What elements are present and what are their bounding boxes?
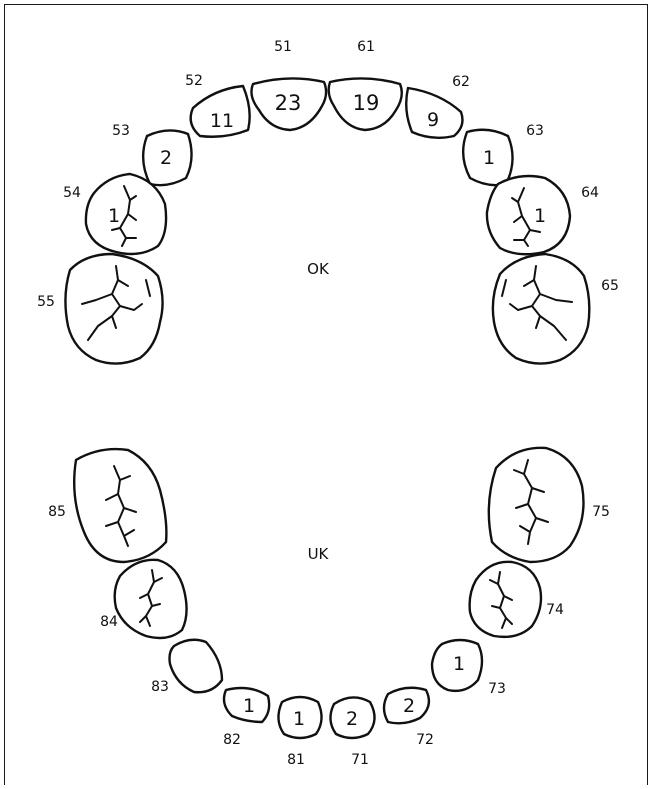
tooth-72[interactable]: 2: [382, 686, 431, 725]
tooth-84-label: 84: [100, 614, 118, 630]
tooth-55[interactable]: [64, 252, 164, 365]
tooth-62-count: 9: [427, 109, 439, 131]
upper-jaw-label: OK: [307, 260, 330, 278]
tooth-52-label: 52: [185, 73, 203, 89]
tooth-71-label: 71: [351, 752, 369, 768]
tooth-64-label: 64: [581, 185, 599, 201]
tooth-81-count: 1: [293, 708, 305, 730]
diagram-frame: [4, 4, 648, 785]
tooth-53[interactable]: 2: [142, 129, 193, 187]
tooth-54[interactable]: 1: [84, 172, 168, 256]
tooth-73-label: 73: [488, 681, 506, 697]
tooth-81-label: 81: [287, 752, 305, 768]
tooth-73-count: 1: [453, 653, 465, 675]
upper-jaw: 23 51 19 61 11 52 9 62 2 53 1: [37, 39, 619, 365]
tooth-71[interactable]: 2: [329, 696, 376, 740]
tooth-61-count: 19: [353, 91, 380, 115]
tooth-64-count: 1: [534, 205, 546, 227]
tooth-75-label: 75: [592, 504, 610, 520]
tooth-81[interactable]: 1: [277, 695, 323, 740]
tooth-55-label: 55: [37, 294, 55, 310]
tooth-85-label: 85: [48, 504, 66, 520]
tooth-62[interactable]: 9: [405, 86, 464, 139]
tooth-82[interactable]: 1: [222, 686, 271, 724]
tooth-65[interactable]: [491, 252, 591, 365]
tooth-51-label: 51: [274, 39, 292, 55]
tooth-53-count: 2: [160, 147, 172, 169]
tooth-82-label: 82: [223, 732, 241, 748]
tooth-74[interactable]: [468, 560, 543, 639]
tooth-83[interactable]: [168, 638, 224, 694]
tooth-84[interactable]: [113, 558, 188, 640]
tooth-65-label: 65: [601, 278, 619, 294]
lower-jaw: 85 75 84 74 83 1 73: [48, 446, 610, 768]
tooth-82-count: 1: [243, 695, 255, 717]
tooth-62-label: 62: [452, 74, 470, 90]
tooth-63-label: 63: [526, 123, 544, 139]
tooth-71-count: 2: [346, 708, 358, 730]
tooth-72-label: 72: [416, 732, 434, 748]
tooth-75[interactable]: [487, 446, 585, 564]
tooth-63[interactable]: 1: [462, 128, 514, 187]
tooth-61[interactable]: 19: [327, 77, 403, 132]
lower-jaw-label: UK: [308, 545, 330, 563]
tooth-83-label: 83: [151, 679, 169, 695]
tooth-73[interactable]: 1: [430, 638, 484, 693]
tooth-52-count: 11: [210, 110, 234, 132]
tooth-54-label: 54: [63, 185, 81, 201]
tooth-72-count: 2: [403, 695, 415, 717]
tooth-64[interactable]: 1: [485, 174, 572, 256]
tooth-51[interactable]: 23: [250, 77, 328, 132]
tooth-53-label: 53: [112, 123, 130, 139]
tooth-74-label: 74: [546, 602, 564, 618]
tooth-61-label: 61: [357, 39, 375, 55]
tooth-52[interactable]: 11: [189, 84, 251, 138]
tooth-63-count: 1: [483, 147, 495, 169]
tooth-51-count: 23: [275, 91, 302, 115]
tooth-85[interactable]: [73, 447, 168, 564]
tooth-54-count: 1: [108, 205, 120, 227]
